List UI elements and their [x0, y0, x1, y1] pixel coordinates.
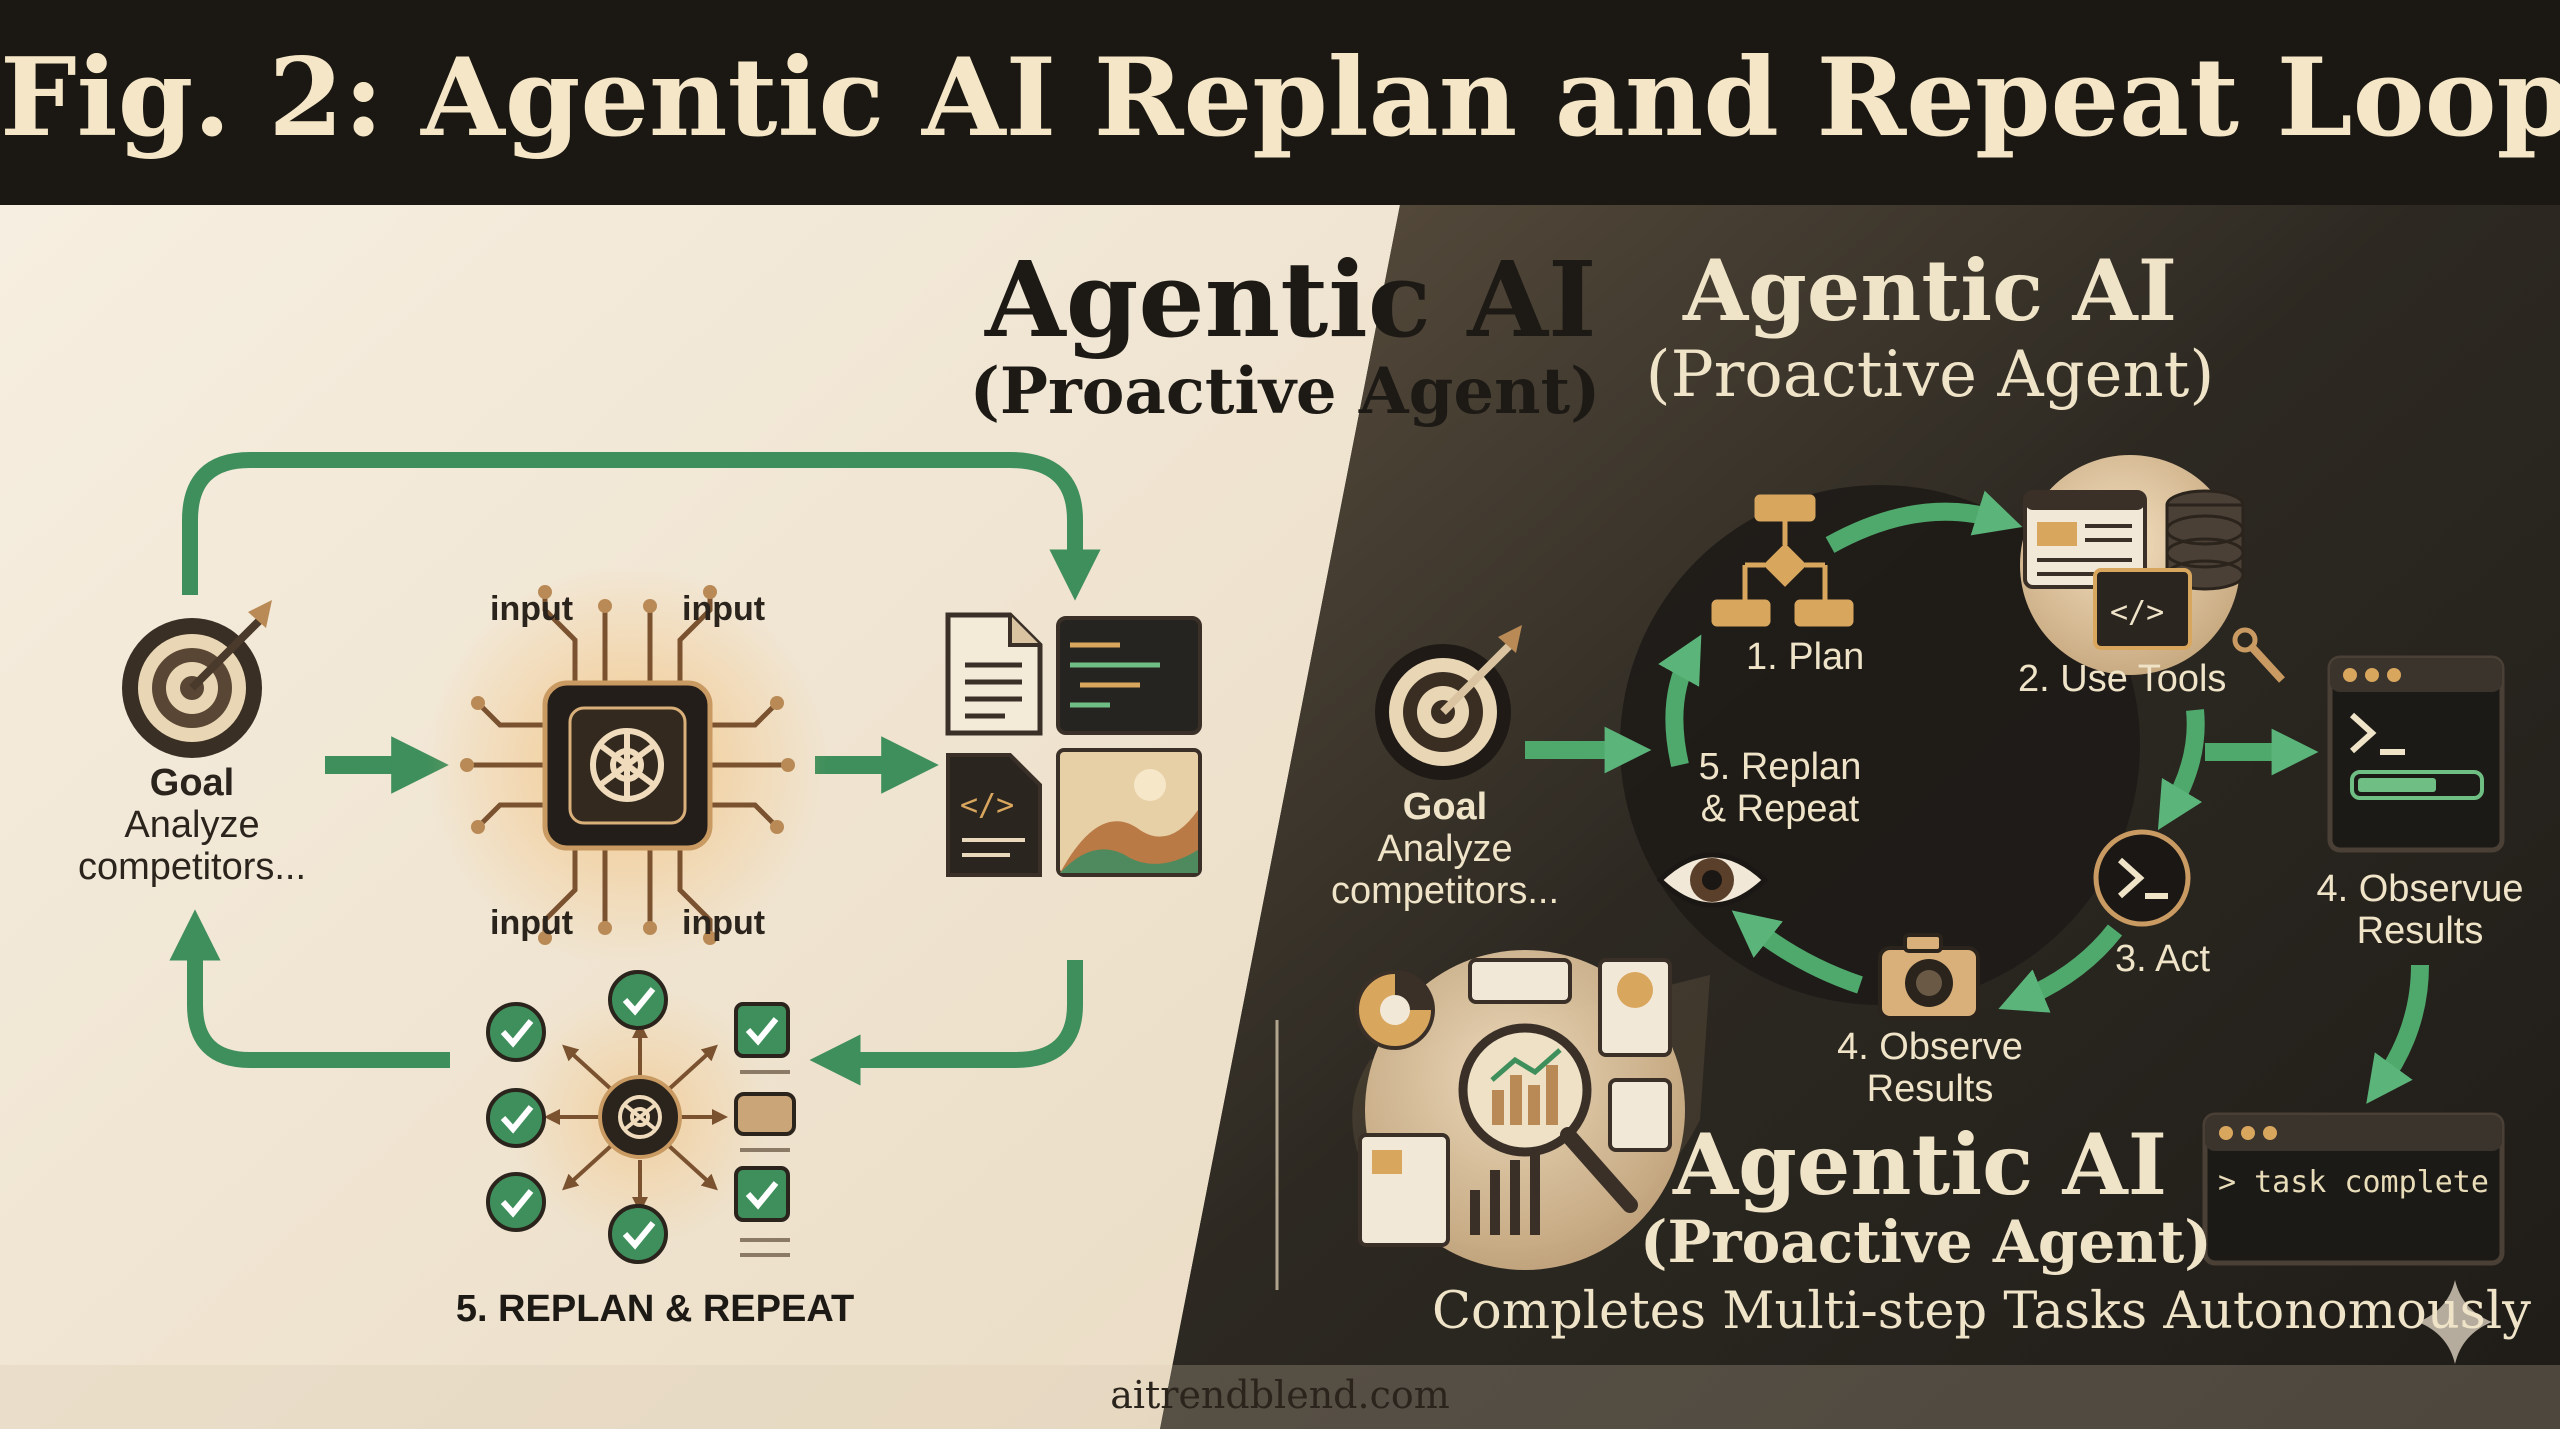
footer-site: aitrendblend.com [1110, 1373, 1450, 1417]
right-heading: Agentic AI [1683, 241, 2177, 340]
plan-flowchart-icon [1711, 494, 1854, 627]
tagline: Completes Multi-step Tasks Autonomously [1432, 1282, 2531, 1341]
terminal-window-icon [2327, 655, 2505, 853]
output-tiles: </> [945, 612, 1202, 877]
figure-title: Fig. 2: Agentic AI Replan and Repeat Loo… [0, 35, 2560, 161]
input-label-top-left: input [490, 590, 574, 628]
goal-label-right: Goal [1402, 786, 1488, 828]
document-icon [945, 612, 1043, 736]
tools-icon: </> [2023, 489, 2285, 683]
target-icon-right [1375, 625, 1522, 780]
sparkle-icon [2418, 1280, 2492, 1364]
left-heading: Agentic AI [985, 238, 1597, 361]
bottom-heading: Agentic AI [1673, 1115, 2167, 1214]
header-bar [0, 0, 2560, 205]
replan-step-label: 5. REPLAN & REPEAT [455, 1288, 855, 1330]
left-subheading: (Proactive Agent) [969, 354, 1601, 429]
terminal-output-text: > task complete [2218, 1165, 2489, 1200]
goal-text-line2: competitors... [77, 846, 307, 888]
step-observue-label-line1: 4. Observue [2316, 868, 2524, 910]
cycle-arrows [1525, 490, 2429, 1104]
bottom-subheading: (Proactive Agent) [1640, 1208, 2212, 1276]
analysis-dashboard-icon [1355, 958, 1672, 1247]
code-file-icon: </> [946, 753, 1042, 877]
input-label-top-right: input [682, 590, 766, 628]
back-to-goal-arrow [169, 909, 450, 1068]
step-act-label: 3. Act [2115, 938, 2211, 980]
return-arrow [809, 960, 1083, 1086]
replan-hub [486, 970, 796, 1264]
top-loop-arrow [182, 452, 1101, 601]
step-use-tools-label: 2. Use Tools [2018, 658, 2227, 700]
eye-icon [1656, 852, 1769, 908]
ai-chip-icon [427, 565, 827, 965]
step-plan-label: 1. Plan [1746, 636, 1865, 678]
code-window-icon [1056, 616, 1202, 735]
step-observe-label-line2: Results [1866, 1068, 1994, 1110]
svg-text:</>: </> [960, 788, 1014, 823]
step-observue-label-line2: Results [2356, 910, 2484, 952]
step-replan-label-line1: 5. Replan [1698, 746, 1862, 788]
step-replan-label-line2: & Repeat [1700, 788, 1860, 830]
input-label-bottom-right: input [682, 904, 766, 942]
right-subheading: (Proactive Agent) [1645, 338, 2215, 412]
task-complete-terminal [2202, 1112, 2505, 1266]
act-terminal-icon [2093, 829, 2191, 927]
goal-text-line1: Analyze [124, 804, 260, 846]
camera-icon [1878, 933, 1980, 1020]
goal-text-right-line2: competitors... [1330, 870, 1560, 912]
svg-text:</>: </> [2110, 595, 2164, 630]
goal-text-right-line1: Analyze [1377, 828, 1513, 870]
goal-label: Goal [149, 762, 235, 804]
check-icon [486, 970, 796, 1264]
step-observe-label-line1: 4. Observe [1837, 1026, 2023, 1068]
target-icon [122, 600, 272, 758]
image-icon [1056, 748, 1202, 877]
input-label-bottom-left: input [490, 904, 574, 942]
